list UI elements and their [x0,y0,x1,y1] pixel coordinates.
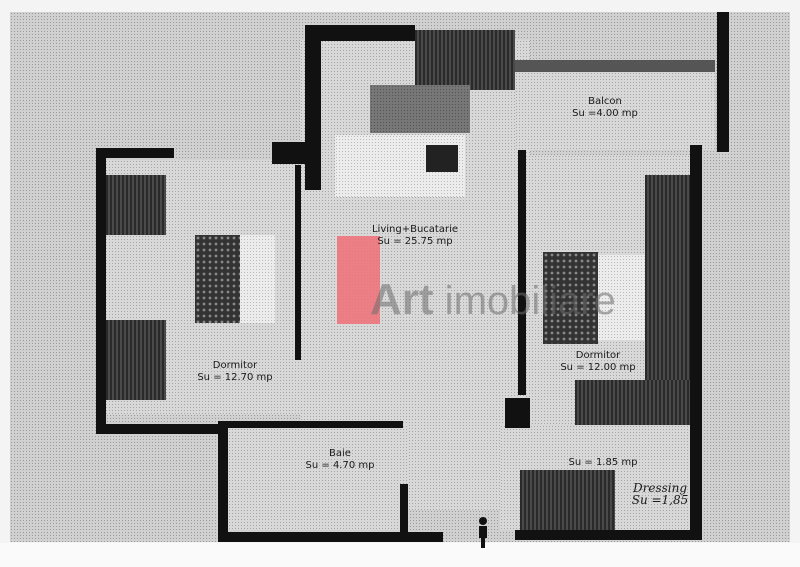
room-name: Baie [329,448,351,459]
room-label-balcon: Balcon Su =4.00 mp [565,96,645,120]
wall-partition-right [518,150,526,395]
wall-balcon-right [717,12,729,152]
wall-right-outer [690,145,702,535]
floor-balcon [515,60,715,150]
wall-left-bottom [96,424,226,434]
dressing-cabinet [520,470,615,530]
wall-partition-left [295,165,301,360]
room-label-baie: Baie Su = 4.70 mp [295,448,385,472]
wall-pillar [505,398,530,428]
room-area: Su = 4.70 mp [305,460,375,471]
watermark-rest: imobiliare [433,279,616,323]
room-area: Su = 12.00 mp [560,362,636,373]
room-name: Balcon [588,96,622,107]
room-name: Dormitor [212,360,258,371]
wardrobe-left [106,175,166,235]
room-label-dormitor-right: Dormitor Su = 12.00 mp [548,350,648,374]
room-area: Su = 12.70 mp [197,372,273,383]
room-area: Su =4.00 mp [572,108,638,119]
dresser-right [575,380,690,425]
wall-baie-right [400,484,408,534]
balcon-rail [515,60,715,72]
wall-kitchen-notch [272,142,320,164]
wall-kitchen-left [305,30,321,190]
room-label-hol: Su = 1.85 mp [558,457,648,469]
person-scale-icon [479,517,487,548]
watermark: Art imobiliare [370,275,616,324]
watermark-logo-mark [337,236,380,324]
room-label-dressing: Dressing Su =1,85 [620,482,700,506]
kitchen-cabinet [370,85,470,133]
room-label-living: Living+Bucatarie Su = 25.75 mp [355,224,475,248]
room-name: Living+Bucatarie [371,224,459,235]
wall-right-bottom [515,530,702,540]
room-area: Su =1,85 [631,493,689,507]
floor-baie [228,425,408,530]
wardrobe-left-lower [106,320,166,400]
bed-left-sheet [240,235,275,323]
page-margin [0,543,800,567]
wall-kitchen-top [305,25,415,41]
room-label-dormitor-left: Dormitor Su = 12.70 mp [185,360,285,384]
wall-baie-bottom [218,532,443,542]
wall-left-top [96,148,174,158]
wardrobe-right [645,175,690,420]
wall-baie-top [218,421,403,428]
wall-baie-left [218,428,228,540]
cooktop [426,145,458,172]
bed-left [195,235,240,323]
room-area: Su = 25.75 mp [377,236,453,247]
room-name: Dormitor [575,350,621,361]
bed-right [543,252,598,344]
room-name: Dressing [632,481,688,495]
kitchen-counter-top [415,30,515,90]
room-area: Su = 1.85 mp [568,457,638,468]
wall-left-outer [96,148,106,433]
watermark-bold: Art [370,275,434,324]
